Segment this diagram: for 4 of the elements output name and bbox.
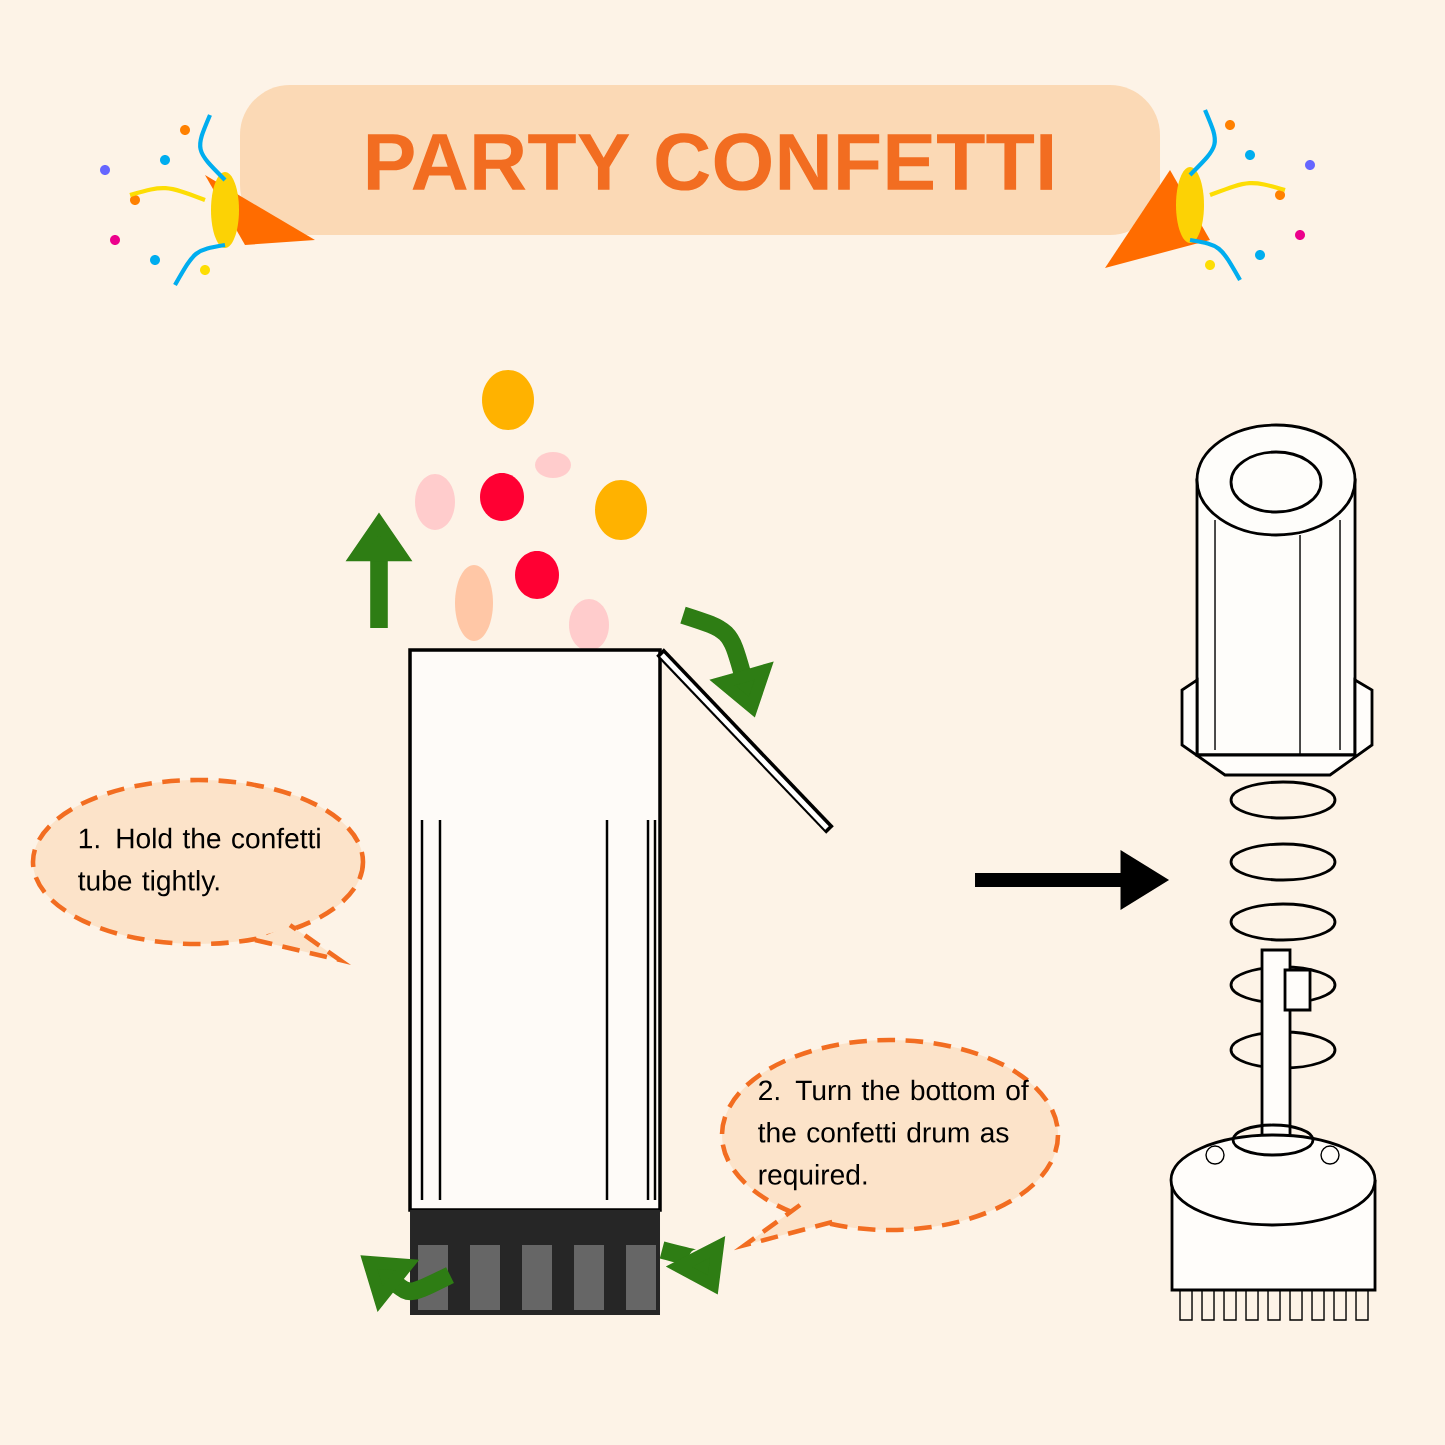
speech-bubble: 1. Hold the confetti tube tightly. (30, 777, 366, 965)
exploded-parts-drawing (1169, 423, 1377, 1321)
title-banner: PARTY CONFETTI (240, 85, 1160, 235)
speech-bubble: 2. Turn the bottom of the confetti drum as required. (719, 1037, 1061, 1251)
